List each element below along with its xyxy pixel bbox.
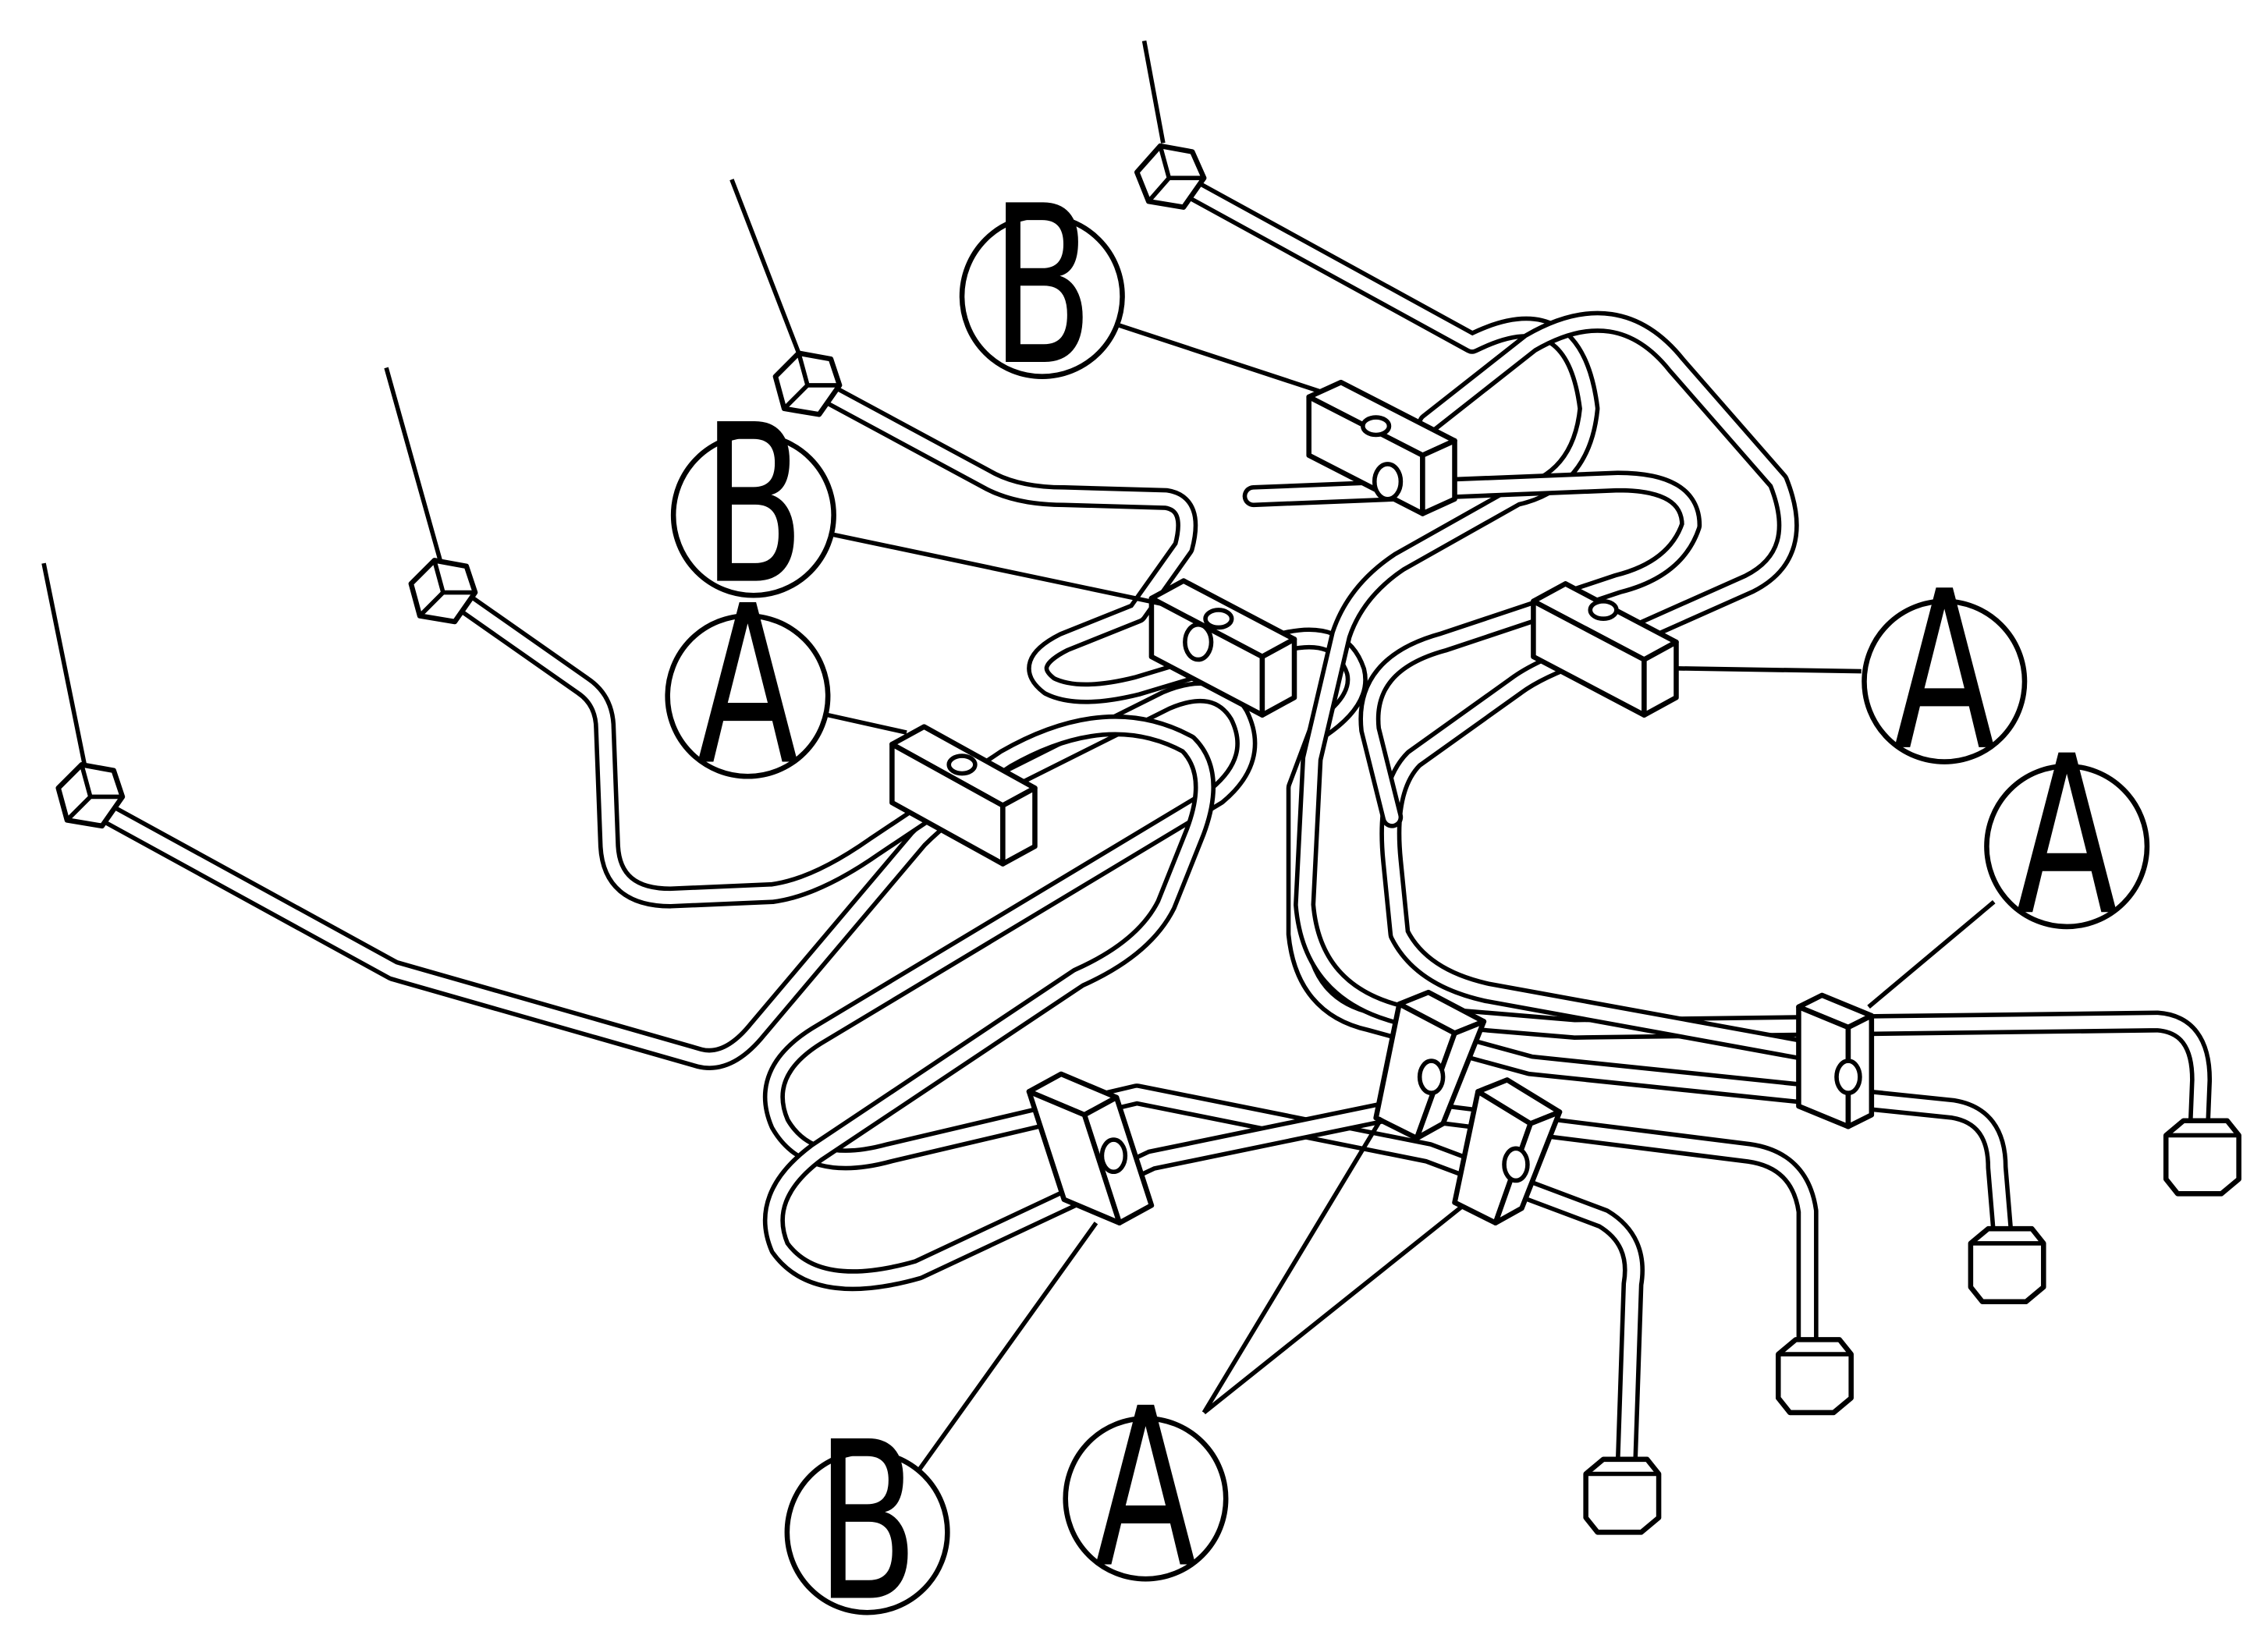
pipe-3 [790, 368, 2015, 1266]
pipe-2 [426, 573, 1819, 1383]
callout-label: B [991, 160, 1093, 414]
clamp-block-a-far-right [1796, 992, 1875, 1129]
clamp-block-b-upper [1306, 379, 1457, 516]
callout-a-left: A [665, 559, 831, 814]
union-nut-1 [55, 762, 126, 829]
union-nut-4 [1134, 143, 1207, 210]
callout-a-far-right: A [1984, 710, 2150, 964]
callout-label: A [1894, 545, 1996, 800]
union-nut-6 [1775, 1337, 1854, 1416]
union-nut-2 [408, 558, 478, 625]
callout-a-right: A [1862, 545, 2028, 800]
callout-a-bottom: A [1063, 1362, 1229, 1617]
callout-b-top: B [959, 160, 1125, 414]
callout-b-bottom: B [784, 1395, 950, 1649]
callout-b-middle: B [670, 378, 836, 633]
clamp-block-a-left [889, 724, 1038, 867]
clamp-block-b-middle [1148, 578, 1297, 718]
pipe-4 [1155, 164, 2213, 1164]
union-nut-7 [1968, 1225, 2046, 1305]
union-nut-8 [2163, 1118, 2241, 1197]
clamp-block-a-center-1 [1373, 989, 1487, 1141]
clamp-block-a-right [1531, 581, 1679, 718]
callout-label: A [1095, 1362, 1197, 1616]
pipe-end-leaders [41, 40, 1166, 765]
union-nut-5 [1583, 1456, 1662, 1535]
callout-leaders [827, 323, 1996, 1473]
callout-label: A [2016, 710, 2118, 964]
clamp-block-b-lower [1026, 1071, 1155, 1226]
callout-label: A [697, 559, 799, 814]
pipe-6 [1242, 470, 1702, 828]
callout-label: B [702, 378, 804, 633]
clamp-block-a-center-2 [1452, 1077, 1563, 1226]
pipe-1 [76, 681, 1645, 1514]
callout-label: B [816, 1395, 918, 1649]
